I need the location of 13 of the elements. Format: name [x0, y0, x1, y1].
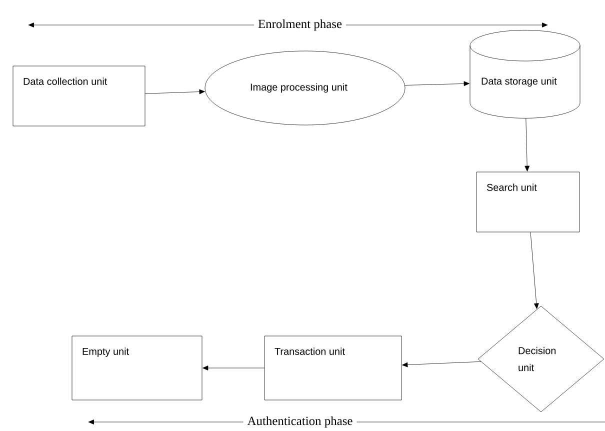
arrow	[524, 118, 530, 172]
storage-cylinder: Data storage unit	[470, 30, 580, 118]
arrow	[145, 89, 205, 94]
arrow	[404, 81, 470, 86]
process-box: Data collection unit	[12, 66, 146, 126]
arrow	[202, 366, 264, 370]
arrow	[530, 232, 539, 309]
phase-label: Enrolment phase	[254, 18, 346, 32]
phase-label: Authentication phase	[243, 415, 357, 429]
process-box: Transaction unit	[264, 336, 402, 400]
arrow	[402, 361, 482, 368]
process-box: Empty unit	[72, 336, 202, 400]
process-box: Search unit	[476, 172, 580, 232]
